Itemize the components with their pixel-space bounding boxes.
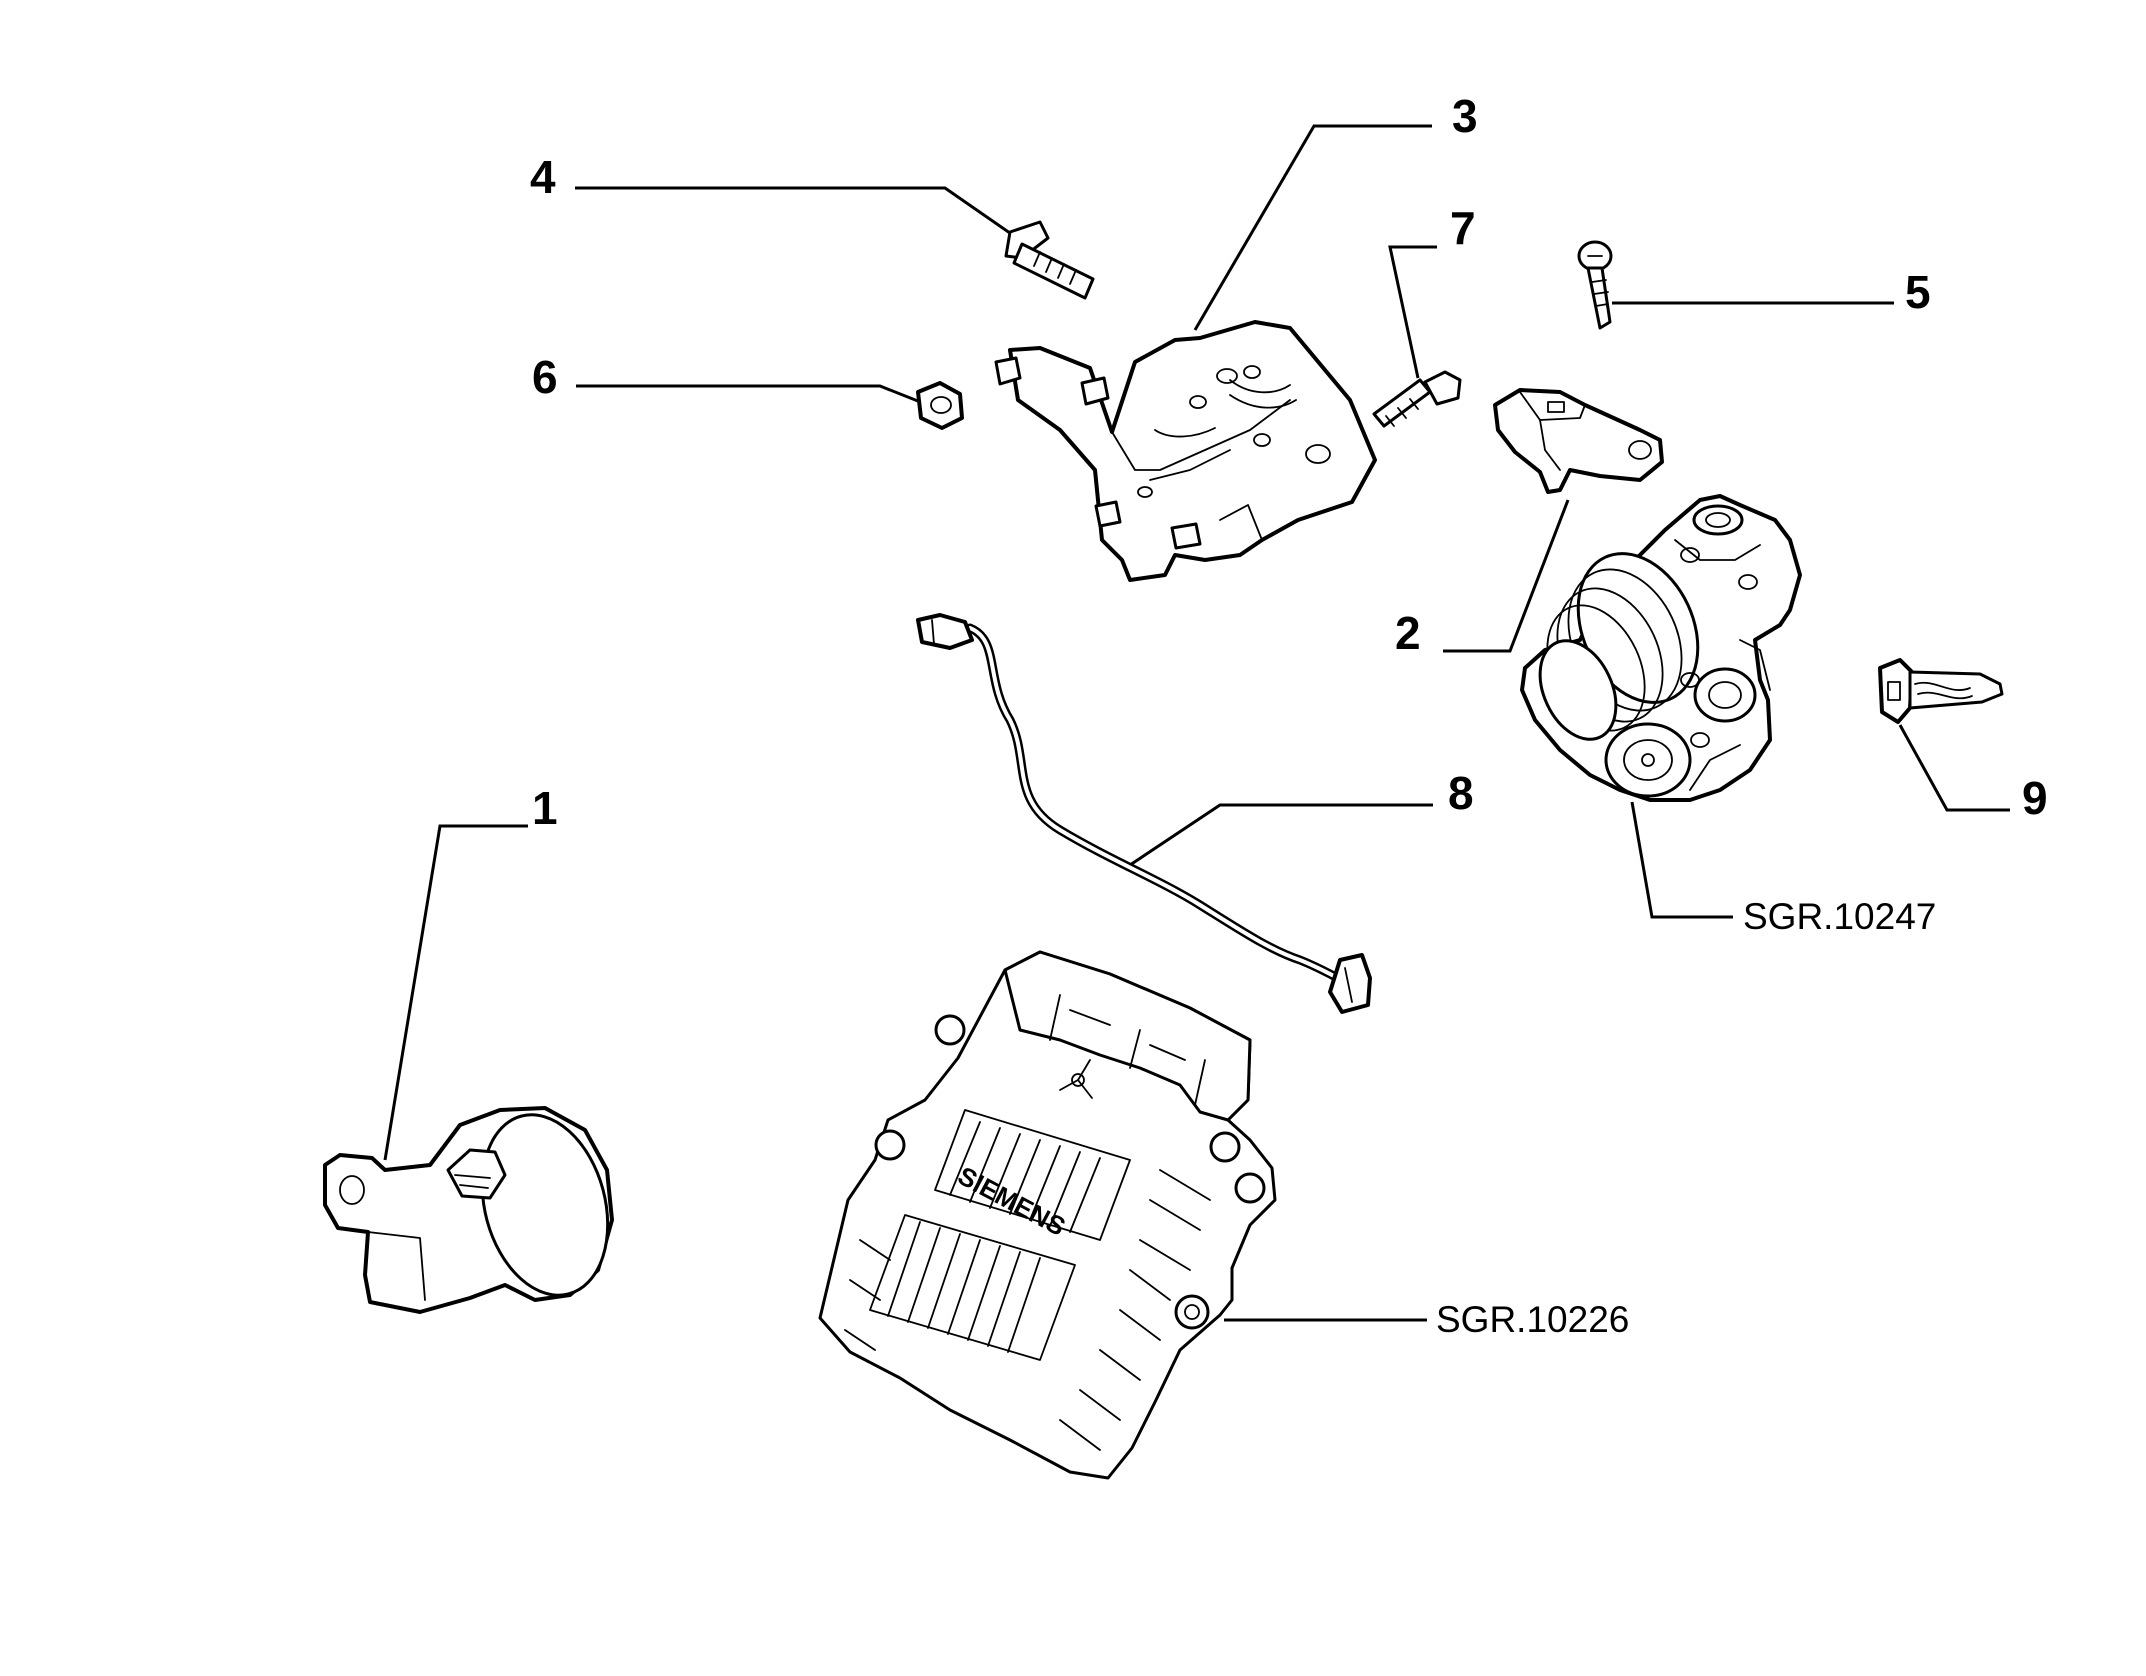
ecu-module: SIEMENS [818,950,1277,1480]
leader-line-sgr10247 [1630,801,1733,919]
reference-labels: SGR.10247 SGR.10226 [1436,896,1936,1340]
bolt-part-4 [1004,220,1095,300]
nut-part-6 [916,381,964,430]
callout-numbers: 1 2 3 4 5 6 7 8 9 [530,90,2048,834]
ref-label-throttle-body: SGR.10247 [1743,896,1936,937]
harness-part-8 [916,613,1372,1014]
leader-line-3 [1193,124,1432,331]
leader-line-4 [575,186,1021,242]
bulb-part-9 [1878,658,2004,724]
ecu-fins-lower [869,1214,1076,1361]
callout-3: 3 [1452,90,1478,142]
ref-label-ecu: SGR.10226 [1436,1299,1629,1340]
bolt-part-7 [1372,370,1462,428]
callout-4: 4 [530,151,556,203]
screw-part-5 [1577,240,1613,330]
ecu-emblem [1059,1059,1093,1099]
callout-2: 2 [1395,607,1421,659]
leader-line-6 [576,384,929,407]
sensor-part-2 [1493,388,1664,494]
callout-9: 9 [2022,772,2048,824]
throttle-body [1520,494,1802,802]
leader-line-1 [383,824,528,1161]
leader-lines [383,124,2010,1322]
callout-8: 8 [1448,767,1474,819]
leader-line-7 [1388,245,1437,379]
leader-line-2 [1443,499,1570,653]
callout-5: 5 [1905,266,1931,318]
ecu-fins-upper [934,1109,1131,1241]
leader-line-9 [1898,724,2010,812]
callout-7: 7 [1450,202,1476,254]
bracket-part-3 [994,320,1377,582]
callout-1: 1 [532,782,558,834]
actuator-part-1 [323,1106,614,1314]
leader-line-8 [1129,803,1433,867]
callout-6: 6 [532,351,558,403]
